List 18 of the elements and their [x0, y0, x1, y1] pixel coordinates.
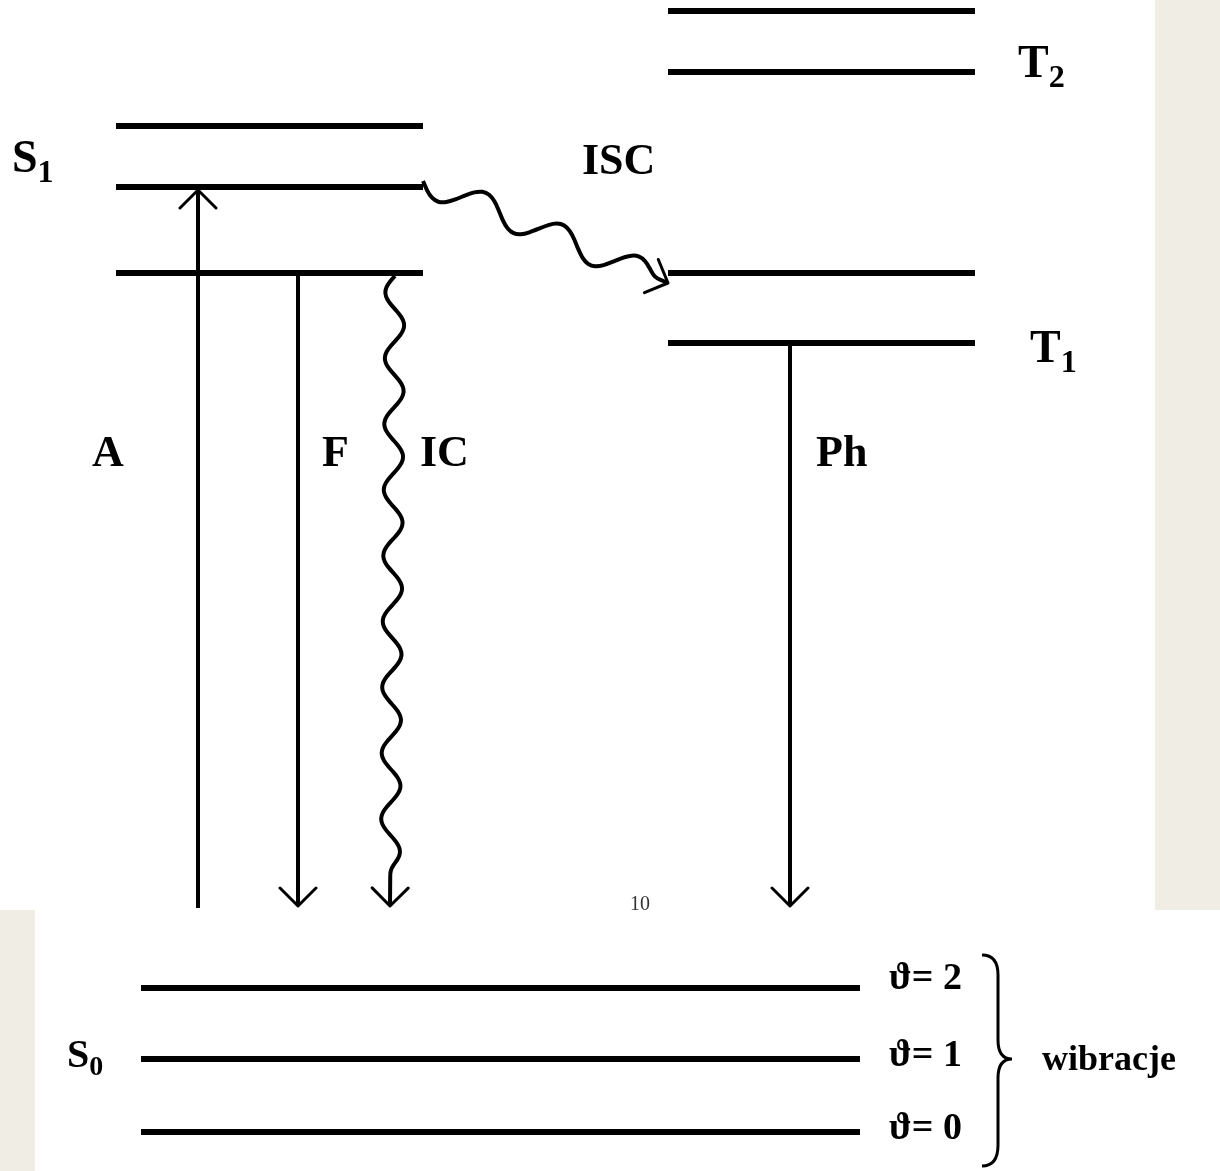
- edge-label: Ph: [816, 430, 868, 474]
- edge-label: ISC: [582, 138, 656, 182]
- page-number: 10: [630, 893, 650, 913]
- level-label: T$_{2}$: [1018, 39, 1065, 92]
- level-label: ϑ= 2: [889, 957, 962, 995]
- level-label: ϑ= 0: [889, 1107, 962, 1145]
- level-label: ϑ= 1: [889, 1034, 962, 1072]
- edge-label: F: [322, 430, 349, 474]
- arrow: [278, 276, 318, 908]
- edge-label: A: [92, 430, 124, 474]
- wavy-arrow: [421, 180, 670, 295]
- arrow: [178, 188, 218, 908]
- edge-label: IC: [420, 430, 469, 474]
- level-label: S$_{0}$: [67, 1034, 104, 1081]
- level-label: T$_{1}$: [1030, 324, 1077, 377]
- level-label: S$_{1}$: [12, 134, 54, 187]
- brace-label: wibracje: [1042, 1040, 1176, 1076]
- arrow: [770, 346, 810, 908]
